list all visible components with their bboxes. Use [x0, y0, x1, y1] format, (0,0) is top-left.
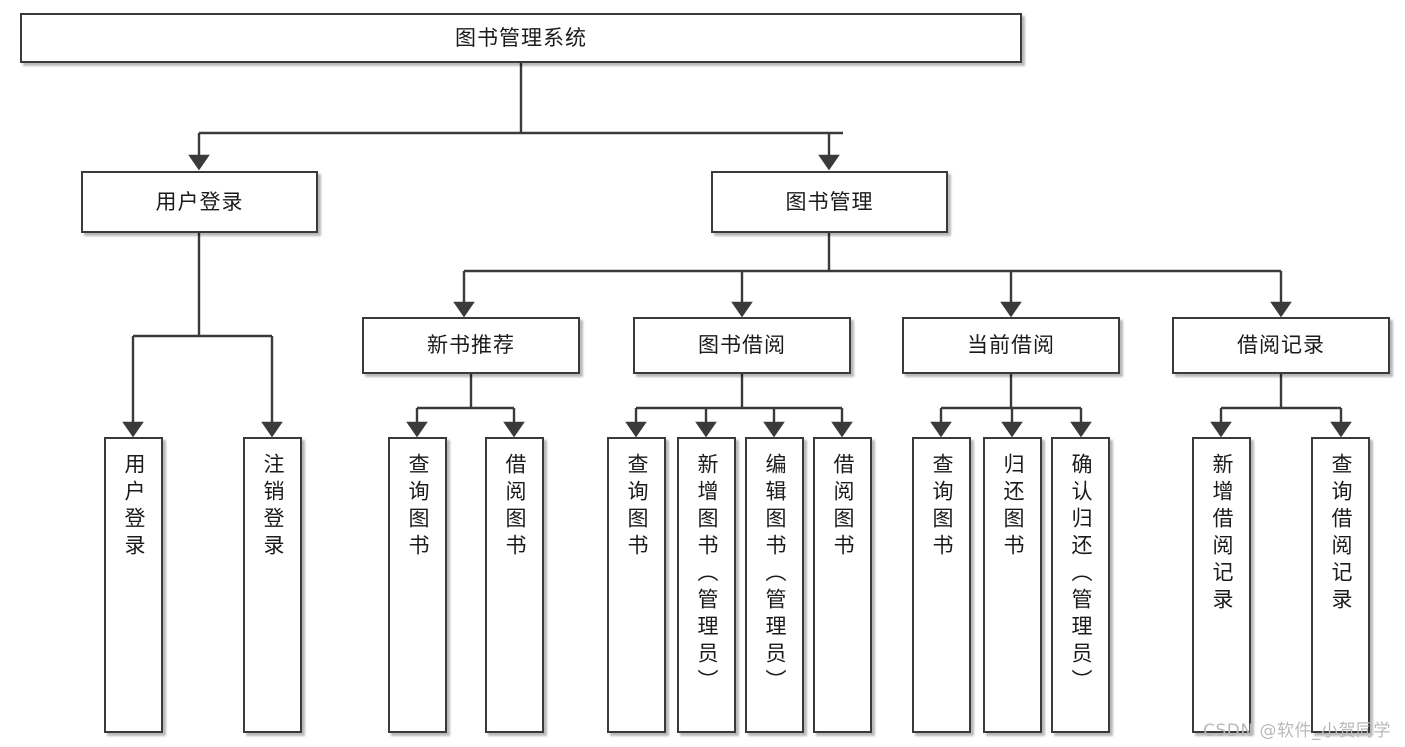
node-root-system[interactable]: 图书管理系统: [20, 13, 1022, 63]
leaf-confirm-return-admin[interactable]: 确认归还（管理员）: [1051, 437, 1110, 733]
node-label: 新书推荐: [427, 333, 515, 358]
leaf-label: 确认归还（管理员）: [1069, 453, 1093, 696]
connector-book-manage-to-level3: [453, 233, 1292, 318]
leaf-borrow-book-recommend[interactable]: 借阅图书: [485, 437, 544, 733]
leaf-label: 编辑图书（管理员）: [763, 453, 787, 696]
leaf-label: 借阅图书: [503, 453, 527, 561]
leaf-label: 查询图书: [625, 453, 649, 561]
node-borrow-record[interactable]: 借阅记录: [1172, 317, 1390, 374]
node-user-login[interactable]: 用户登录: [81, 171, 318, 233]
connector-root-to-level2: [188, 63, 843, 171]
leaf-query-borrow-record[interactable]: 查询借阅记录: [1311, 437, 1370, 733]
leaf-borrow-book[interactable]: 借阅图书: [813, 437, 872, 733]
connector-new-book-rec-to-leaves: [406, 374, 525, 438]
node-label: 图书借阅: [698, 333, 786, 358]
connector-book-borrow-to-leaves: [625, 374, 853, 438]
leaf-query-book-recommend[interactable]: 查询图书: [388, 437, 447, 733]
connector-current-borrow-to-leaves: [930, 374, 1092, 438]
node-current-borrow[interactable]: 当前借阅: [902, 317, 1120, 374]
leaf-logout[interactable]: 注销登录: [243, 437, 302, 733]
leaf-label: 查询图书: [406, 453, 430, 561]
leaf-label: 借阅图书: [831, 453, 855, 561]
node-book-manage[interactable]: 图书管理: [711, 171, 948, 233]
node-new-book-recommend[interactable]: 新书推荐: [362, 317, 580, 374]
leaf-user-login[interactable]: 用户登录: [104, 437, 163, 733]
node-label: 图书管理: [785, 189, 874, 214]
leaf-label: 归还图书: [1001, 453, 1025, 561]
leaf-label: 查询借阅记录: [1329, 453, 1353, 615]
leaf-edit-book-admin[interactable]: 编辑图书（管理员）: [745, 437, 804, 733]
connector-borrow-record-to-leaves: [1210, 374, 1352, 438]
node-label: 借阅记录: [1237, 333, 1325, 358]
leaf-label: 新增图书（管理员）: [695, 453, 719, 696]
leaf-label: 新增借阅记录: [1210, 453, 1234, 615]
leaf-query-book-current[interactable]: 查询图书: [912, 437, 971, 733]
node-label: 图书管理系统: [455, 25, 587, 50]
leaf-label: 用户登录: [122, 453, 146, 561]
leaf-add-book-admin[interactable]: 新增图书（管理员）: [677, 437, 736, 733]
leaf-add-borrow-record[interactable]: 新增借阅记录: [1192, 437, 1251, 733]
node-label: 当前借阅: [967, 333, 1055, 358]
leaf-return-book[interactable]: 归还图书: [983, 437, 1042, 733]
leaf-query-book-borrow[interactable]: 查询图书: [607, 437, 666, 733]
node-label: 用户登录: [155, 189, 244, 214]
node-book-borrow[interactable]: 图书借阅: [633, 317, 851, 374]
connector-user-login-to-leaves: [122, 233, 283, 438]
leaf-label: 查询图书: [930, 453, 954, 561]
leaf-label: 注销登录: [261, 453, 285, 561]
